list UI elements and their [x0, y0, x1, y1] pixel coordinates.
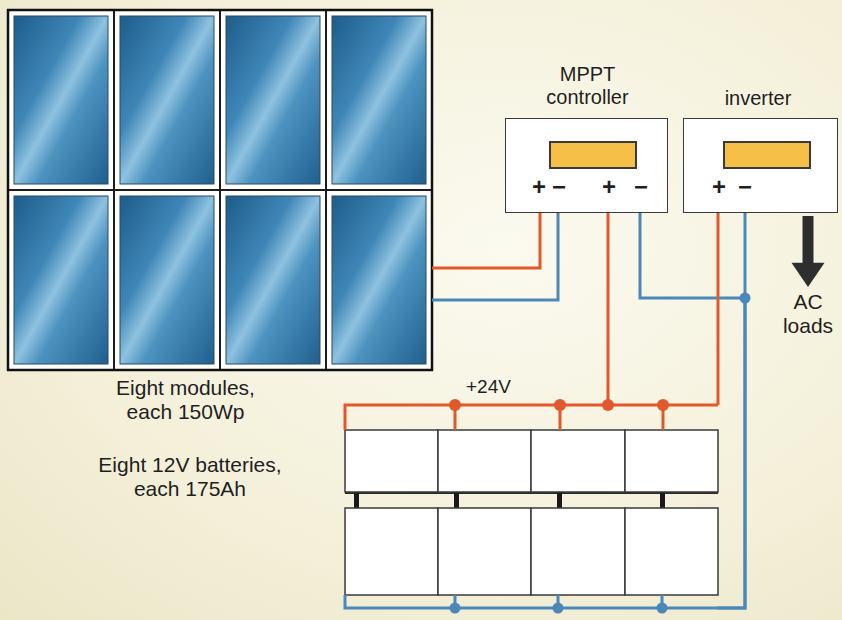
output-arrow — [792, 216, 825, 287]
module-frame — [220, 10, 326, 190]
battery — [438, 508, 531, 595]
battery-link — [557, 492, 562, 508]
module-frame — [326, 190, 432, 370]
junction-dot — [602, 399, 614, 411]
bank-caption: Eight 12V batteries, each 175Ah — [75, 453, 305, 500]
wire-pair — [432, 213, 558, 300]
terminal-sign: − — [547, 175, 571, 199]
display-window — [723, 141, 811, 169]
junction-dot — [740, 293, 751, 304]
arrow-head — [792, 263, 825, 287]
module-frame — [326, 10, 432, 190]
bus-wiring — [345, 405, 718, 608]
battery — [345, 430, 438, 492]
junction-dot — [450, 603, 461, 614]
battery-link — [660, 492, 665, 508]
module-cells — [14, 16, 108, 184]
terminal-sign: + — [707, 175, 731, 199]
battery — [345, 508, 438, 595]
battery-drawing — [345, 430, 718, 595]
negative-wire — [640, 213, 745, 608]
module-cells — [332, 16, 426, 184]
load-text: AC loads — [775, 290, 841, 337]
junction-dot — [657, 603, 668, 614]
array-caption: Eight modules, each 150Wp — [98, 376, 273, 423]
terminal-sign: + — [527, 175, 551, 199]
load-node: AC loads — [775, 290, 841, 340]
battery — [625, 508, 718, 595]
negative-wire — [718, 213, 745, 608]
module-frame — [8, 10, 114, 190]
display-window — [549, 141, 637, 169]
solar-array: Eight modules, each 150Wp — [8, 10, 432, 370]
solar-array-drawing — [8, 10, 432, 370]
positive-wire — [607, 213, 610, 405]
battery — [531, 508, 625, 595]
module-cells — [226, 196, 320, 364]
module-cells — [14, 196, 108, 364]
positive-wire — [717, 213, 720, 405]
terminal-sign: − — [629, 175, 653, 199]
voltage-label: +24V — [466, 377, 511, 398]
junction-dot — [449, 399, 461, 411]
module-cells — [120, 196, 214, 364]
terminal-sign: + — [597, 175, 621, 199]
controller-box: MPPT controller+−+− — [505, 118, 668, 213]
junction-dot — [554, 399, 566, 411]
array-frame — [8, 10, 432, 370]
junction-dot — [553, 603, 564, 614]
battery-link — [454, 492, 459, 508]
wire-pair — [608, 213, 745, 608]
inverter-box: inverter+− — [683, 118, 838, 213]
battery-bank: Eight 12V batteries, each 175Ah — [345, 405, 718, 608]
module-cells — [226, 16, 320, 184]
junction-dot — [657, 399, 669, 411]
module-cells — [120, 16, 214, 184]
module-frame — [114, 190, 220, 370]
positive-wire — [432, 213, 540, 268]
wire-pair — [718, 213, 745, 608]
battery — [625, 430, 718, 492]
module-frame — [8, 190, 114, 370]
module-frame — [114, 10, 220, 190]
module-cells — [332, 196, 426, 364]
battery — [438, 430, 531, 492]
terminal-sign: − — [733, 175, 757, 199]
negative-wire — [432, 213, 558, 300]
module-frame — [220, 190, 326, 370]
box-heading: inverter — [708, 87, 808, 110]
arrow-shaft — [803, 216, 814, 265]
battery — [531, 430, 625, 492]
battery-link — [354, 492, 359, 508]
box-heading: MPPT controller — [526, 63, 649, 108]
